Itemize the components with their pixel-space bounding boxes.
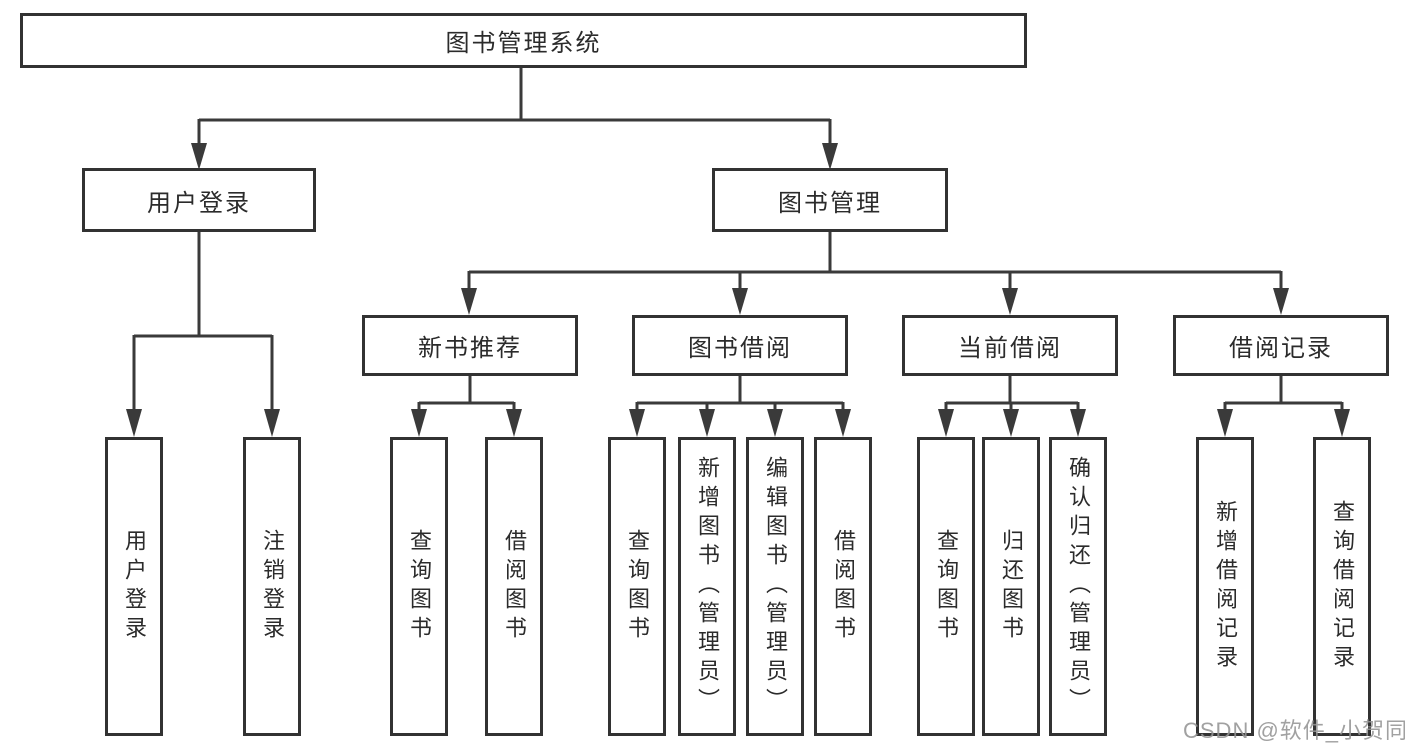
edge-book-management-split bbox=[467, 232, 1283, 291]
leaf-return-books-label: 归还图书 bbox=[999, 528, 1024, 645]
leaf-query-books-current: 查询图书 bbox=[917, 437, 975, 736]
node-book-management-label: 图书管理 bbox=[778, 189, 882, 217]
arrowhead bbox=[1070, 409, 1086, 437]
leaf-borrow-books-label: 借阅图书 bbox=[831, 528, 856, 645]
arrowhead bbox=[461, 288, 477, 315]
leaf-user-login: 用户登录 bbox=[105, 437, 163, 736]
leaf-query-books-borrow-label: 查询图书 bbox=[625, 528, 650, 645]
leaf-query-borrow-record: 查询借阅记录 bbox=[1313, 437, 1371, 736]
edge-book-borrow-split bbox=[635, 376, 845, 414]
node-book-borrow-label: 图书借阅 bbox=[688, 335, 792, 362]
arrowhead bbox=[506, 409, 522, 437]
arrowhead bbox=[822, 143, 838, 170]
edge-user-login-split bbox=[132, 232, 274, 413]
arrowhead bbox=[191, 143, 207, 170]
arrowhead bbox=[1334, 409, 1350, 437]
leaf-borrow-books-recommend: 借阅图书 bbox=[485, 437, 543, 736]
leaf-add-book-admin: 新增图书（管理员） bbox=[678, 437, 736, 736]
leaf-add-book-admin-label: 新增图书（管理员） bbox=[695, 456, 720, 717]
arrowhead bbox=[411, 409, 427, 437]
leaf-query-books-borrow: 查询图书 bbox=[608, 437, 666, 736]
node-user-login-label: 用户登录 bbox=[147, 189, 251, 217]
leaf-add-borrow-record-label: 新增借阅记录 bbox=[1213, 499, 1238, 674]
leaf-confirm-return-admin: 确认归还（管理员） bbox=[1049, 437, 1107, 736]
arrowhead bbox=[699, 409, 715, 437]
node-library-system: 图书管理系统 bbox=[20, 13, 1027, 68]
arrowhead bbox=[1003, 409, 1019, 437]
leaf-return-books: 归还图书 bbox=[982, 437, 1040, 736]
node-user-login: 用户登录 bbox=[82, 168, 316, 232]
arrowhead bbox=[264, 409, 280, 437]
leaf-query-borrow-record-label: 查询借阅记录 bbox=[1330, 499, 1355, 674]
arrowhead bbox=[767, 409, 783, 437]
leaf-query-books-recommend-label: 查询图书 bbox=[407, 528, 432, 645]
edge-new-book-split bbox=[417, 376, 516, 414]
node-new-book-recommend: 新书推荐 bbox=[362, 315, 578, 376]
leaf-query-books-recommend: 查询图书 bbox=[390, 437, 448, 736]
edge-current-borrow-split bbox=[944, 376, 1080, 414]
node-library-system-label: 图书管理系统 bbox=[445, 30, 602, 57]
csdn-watermark: CSDN @软件_小贺同学 bbox=[1183, 718, 1405, 743]
leaf-query-books-current-label: 查询图书 bbox=[934, 528, 959, 645]
arrowhead bbox=[938, 409, 954, 437]
node-current-borrow-label: 当前借阅 bbox=[958, 335, 1062, 362]
node-book-management: 图书管理 bbox=[712, 168, 948, 232]
leaf-borrow-books: 借阅图书 bbox=[814, 437, 872, 736]
leaf-add-borrow-record: 新增借阅记录 bbox=[1196, 437, 1254, 736]
node-book-borrow: 图书借阅 bbox=[632, 315, 848, 376]
arrowhead bbox=[126, 409, 142, 437]
leaf-logout: 注销登录 bbox=[243, 437, 301, 736]
arrowhead bbox=[629, 409, 645, 437]
node-new-book-recommend-label: 新书推荐 bbox=[418, 335, 522, 362]
edge-borrow-record-split bbox=[1223, 376, 1344, 414]
arrowhead bbox=[1002, 288, 1018, 315]
arrowhead bbox=[732, 288, 748, 315]
node-borrow-records-label: 借阅记录 bbox=[1229, 335, 1333, 362]
leaf-logout-label: 注销登录 bbox=[260, 528, 285, 645]
node-borrow-records: 借阅记录 bbox=[1173, 315, 1389, 376]
edge-root-split bbox=[197, 68, 832, 146]
leaf-confirm-return-admin-label: 确认归还（管理员） bbox=[1066, 456, 1091, 717]
leaf-edit-book-admin-label: 编辑图书（管理员） bbox=[763, 456, 788, 717]
leaf-edit-book-admin: 编辑图书（管理员） bbox=[746, 437, 804, 736]
node-current-borrow: 当前借阅 bbox=[902, 315, 1118, 376]
leaf-user-login-label: 用户登录 bbox=[122, 528, 147, 645]
leaf-borrow-books-recommend-label: 借阅图书 bbox=[502, 528, 527, 645]
arrowhead bbox=[1273, 288, 1289, 315]
arrowhead bbox=[1217, 409, 1233, 437]
arrowhead bbox=[835, 409, 851, 437]
